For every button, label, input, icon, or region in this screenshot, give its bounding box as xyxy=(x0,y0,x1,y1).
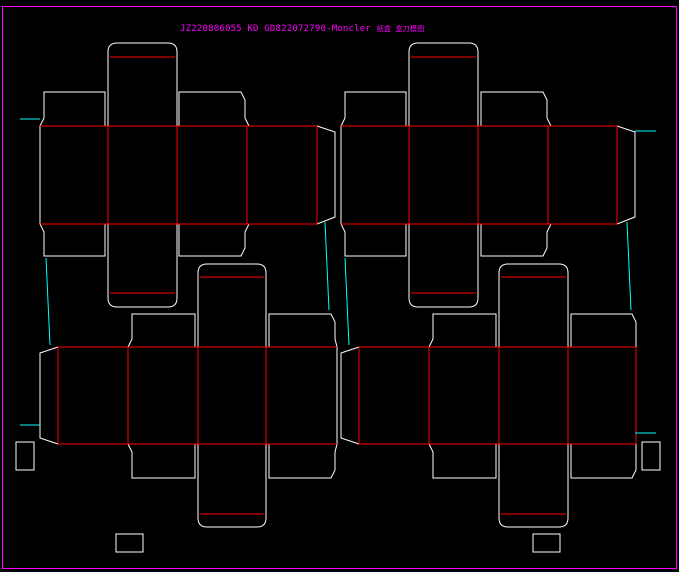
cut-lines xyxy=(340,263,637,528)
registration-box-left xyxy=(15,441,35,471)
registration-marks xyxy=(15,441,661,553)
crease-lines xyxy=(57,276,337,515)
drawing-title: JZ220806055 KD GD822072790-Moncler 纸盒 盒刀… xyxy=(180,24,424,34)
crease-lines xyxy=(341,56,618,294)
box-net-top-left xyxy=(39,42,336,308)
registration-box-bottom-right xyxy=(532,533,561,553)
cut-lines xyxy=(39,42,336,308)
crease-lines xyxy=(358,276,637,515)
page-frame xyxy=(2,6,677,569)
box-net-bottom-right xyxy=(340,263,637,528)
crease-lines xyxy=(40,56,318,294)
box-net-bottom-left xyxy=(39,263,338,528)
box-net-top-right xyxy=(340,42,636,308)
registration-box-bottom-left xyxy=(115,533,144,553)
perforation-lines xyxy=(20,118,656,434)
cut-lines xyxy=(340,42,636,308)
cut-lines xyxy=(39,263,338,528)
registration-box-right xyxy=(641,441,661,471)
